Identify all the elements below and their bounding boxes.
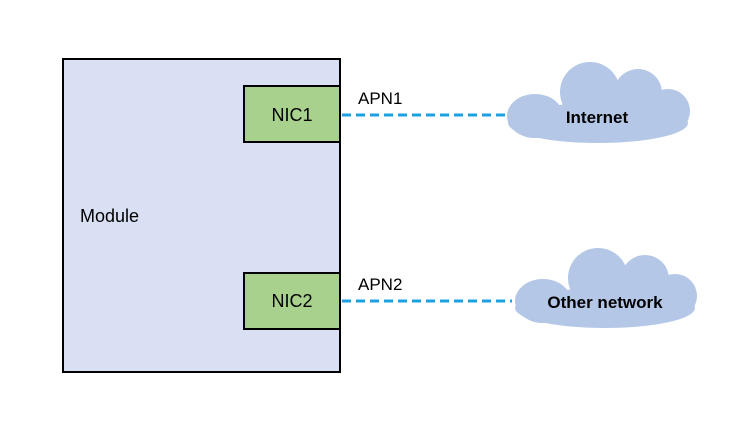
module-label: Module [80,206,139,226]
nic1-box [243,85,341,143]
internet-label: Internet [566,108,629,127]
internet-cloud [507,62,690,143]
nic2-box [243,272,341,330]
apn2-label: APN2 [358,275,402,294]
nic2-label: NIC2 [271,291,312,311]
apn1-label: APN1 [358,89,402,108]
other-network-cloud [515,248,697,328]
other-network-label: Other network [547,293,663,312]
nic1-label: NIC1 [271,105,312,125]
